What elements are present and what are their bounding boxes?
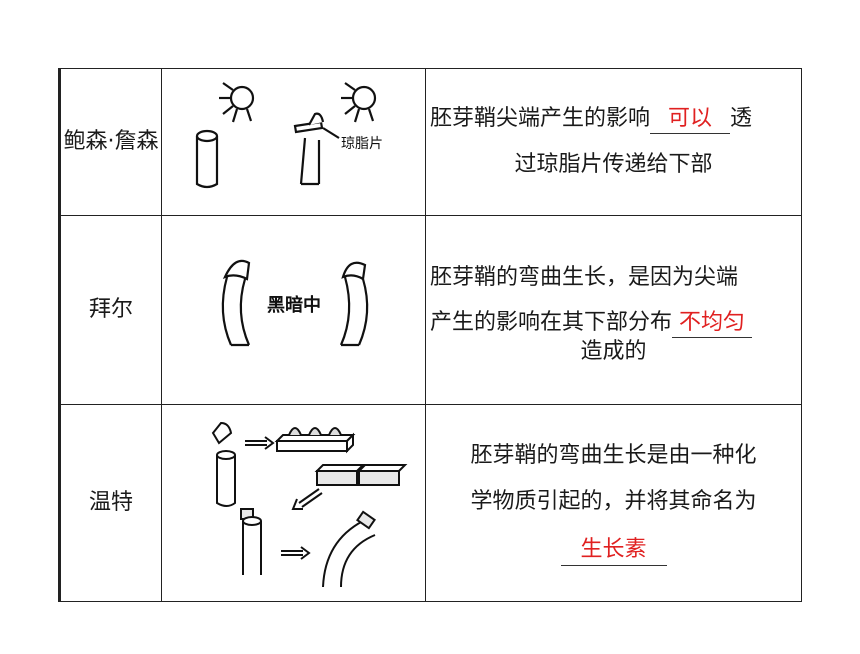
agar-blocks-icon (314, 464, 407, 486)
arrow-right-icon (244, 436, 275, 450)
scientist-cell: 拜尔 (58, 215, 162, 405)
coleoptile-icon (195, 129, 218, 189)
scientist-name: 温特 (88, 490, 133, 515)
table-row: 拜尔 黑暗中 (58, 215, 802, 405)
answer-blank: 生长素 (560, 535, 667, 566)
coleoptile-icon (211, 421, 236, 507)
arrow-right-icon (280, 546, 311, 560)
description-cell: 胚芽鞘尖端产生的影响可以透 过琼脂片传递给下部 (425, 68, 802, 216)
description-cell: 胚芽鞘的弯曲生长，是因为尖端 产生的影响在其下部分布不均匀 造成的 (425, 215, 802, 405)
table-row: 鲍森·詹森 (58, 68, 802, 216)
desc-text: 过琼脂片传递给下部 (514, 152, 713, 177)
bent-coleoptile-icon (321, 510, 376, 588)
scientist-cell: 鲍森·詹森 (58, 68, 162, 216)
desc-text: 学物质引起的，并将其命名为 (470, 489, 757, 514)
description-cell: 胚芽鞘的弯曲生长是由一种化 学物质引起的，并将其命名为 生长素 (425, 404, 802, 602)
desc-text: 产生的影响在其下部分布 (430, 309, 673, 335)
bent-coleoptile-icon (221, 259, 250, 347)
arrow-down-left-icon (291, 488, 323, 510)
scientist-name: 拜尔 (88, 297, 133, 322)
desc-text: 胚芽鞘的弯曲生长，是因为尖端 (430, 264, 739, 290)
figure-cell (161, 404, 426, 602)
desc-text: 造成的 (580, 338, 647, 364)
boysen-jensen-figure: 琼脂片 (195, 82, 383, 189)
table-row: 温特 (58, 404, 802, 602)
scientist-name: 鲍森·詹森 (63, 129, 159, 154)
agar-block-icon (274, 427, 355, 454)
coleoptile-icon (239, 508, 262, 575)
darkness-label: 黑暗中 (267, 294, 321, 316)
scientist-cell: 温特 (58, 404, 162, 602)
figure-cell: 琼脂片 (161, 68, 426, 216)
agar-label: 琼脂片 (341, 136, 383, 152)
experiment-table: 鲍森·詹森 (58, 68, 802, 602)
answer-blank: 不均匀 (672, 309, 753, 338)
bent-coleoptile-icon (293, 112, 340, 186)
paal-figure: 黑暗中 (221, 259, 368, 347)
sun-icon (218, 82, 254, 123)
desc-text: 透 (730, 106, 753, 131)
figure-cell: 黑暗中 (161, 215, 426, 405)
desc-text: 胚芽鞘尖端产生的影响 (430, 106, 651, 131)
bent-coleoptile-icon (339, 261, 368, 347)
went-figure (211, 421, 407, 588)
sun-icon (340, 82, 376, 123)
desc-text: 胚芽鞘的弯曲生长是由一种化 (470, 443, 757, 468)
answer-blank: 可以 (650, 105, 731, 134)
